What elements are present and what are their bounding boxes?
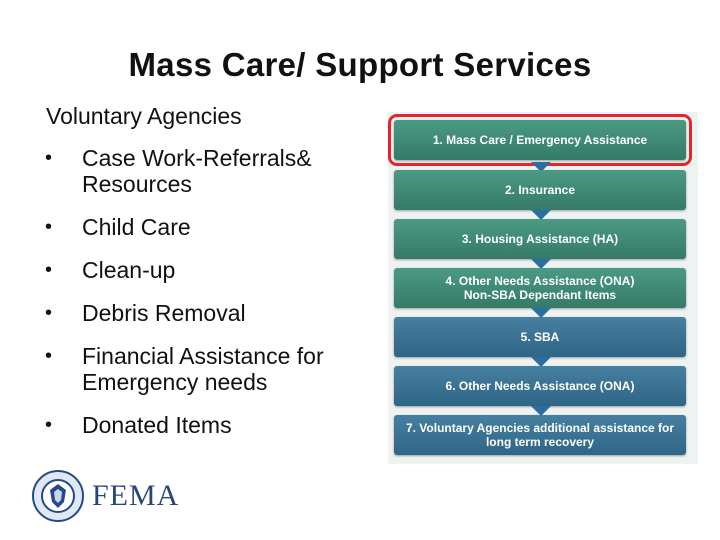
bullet-dot: • [45,147,53,169]
bullet-text: Financial Assistance for [82,343,324,369]
bullet-item: • Child Care [40,214,380,240]
flow-step-ona: 6. Other Needs Assistance (ONA) [394,366,686,406]
bullet-dot: • [45,302,53,324]
down-arrow-icon [531,357,551,367]
flow-step-ona-non-sba: 4. Other Needs Assistance (ONA)Non-SBA D… [394,268,686,308]
bullet-list: • Case Work-Referrals&Resources • Child Ca… [40,145,380,455]
bullet-item: • Clean-up [40,257,380,283]
fema-logo: FEMA [32,466,202,526]
flow-step-label: 1. Mass Care / Emergency Assistance [432,133,648,147]
logo-wordmark: FEMA [92,479,180,512]
flow-step-label: 5. SBA [520,330,560,344]
down-arrow-icon [531,259,551,269]
slide-title: Mass Care/ Support Services [128,46,592,83]
bullet-text: Clean-up [82,257,176,283]
down-arrow-icon [531,406,551,416]
flow-step-mass-care: 1. Mass Care / Emergency Assistance [388,114,692,166]
bullet-text: Case Work-Referrals& [82,145,312,171]
flow-step-sublabel: long term recovery [485,435,595,449]
down-arrow-icon [531,308,551,318]
assistance-flowchart: 1. Mass Care / Emergency Assistance 2. I… [388,112,698,464]
bullet-dot: • [45,414,53,436]
bullet-text-cont: Resources [82,171,192,197]
bullet-text: Child Care [82,214,191,240]
flow-step-label: 3. Housing Assistance (HA) [461,232,619,246]
dhs-seal-icon [32,470,84,522]
down-arrow-icon [531,210,551,220]
bullet-dot: • [45,345,53,367]
bullet-text: Debris Removal [82,300,246,326]
bullet-text: Donated Items [82,412,232,438]
down-arrow-icon [531,162,551,172]
bullet-dot: • [45,216,53,238]
bullet-item: • Debris Removal [40,300,380,326]
flow-step-voluntary-agencies: 7. Voluntary Agencies additional assista… [394,415,686,455]
bullet-item: • Case Work-Referrals&Resources [40,145,380,197]
subtitle: Voluntary Agencies [46,103,242,129]
bullet-item: • Donated Items [40,412,380,438]
bullet-dot: • [45,259,53,281]
flow-step-label: 2. Insurance [504,183,576,197]
flow-step-label: 7. Voluntary Agencies additional assista… [405,421,675,435]
flow-step-label: 6. Other Needs Assistance (ONA) [445,379,635,393]
flow-step-label: 4. Other Needs Assistance (ONA) [445,274,635,288]
flow-step-housing: 3. Housing Assistance (HA) [394,219,686,259]
bullet-text-cont: Emergency needs [82,369,268,395]
flow-step-sublabel: Non-SBA Dependant Items [463,288,617,302]
flow-step-sba: 5. SBA [394,317,686,357]
flow-step-insurance: 2. Insurance [394,170,686,210]
